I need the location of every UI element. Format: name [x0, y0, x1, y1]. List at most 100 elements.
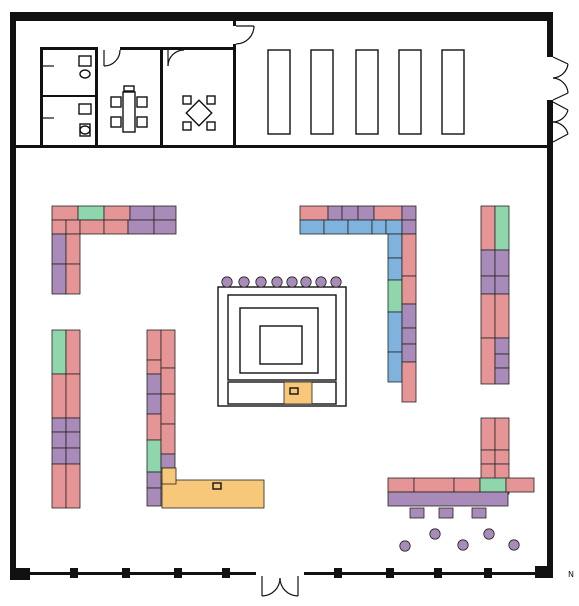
- shelf-segment: [387, 233, 403, 259]
- shelf-segment: [480, 205, 496, 251]
- seat-1: [409, 507, 425, 519]
- east-wall-lower: [547, 100, 553, 578]
- shelf-segment: [480, 293, 496, 339]
- shelf-segment: [494, 353, 510, 369]
- shelf-segment: [371, 219, 387, 235]
- stool-7: [315, 276, 327, 288]
- shelf-segment: [51, 263, 67, 295]
- shelf-segment: [103, 205, 131, 221]
- shelf-segment: [401, 219, 417, 235]
- entrance-door-south[interactable]: [256, 570, 304, 597]
- shelf-segment: [65, 219, 81, 235]
- stools-bottom: [399, 507, 520, 552]
- shelf-segment: [401, 205, 417, 221]
- shelf-segment: [51, 233, 67, 265]
- checkout-counter: [161, 467, 265, 509]
- shelf-segment: [160, 393, 176, 425]
- shelf-segment: [51, 417, 67, 433]
- office-table: [110, 85, 148, 133]
- lounge-stool-3: [457, 539, 469, 551]
- shelf-segment: [373, 205, 403, 221]
- shelf-segment: [494, 249, 510, 277]
- shelf-segment: [494, 449, 510, 465]
- shelf-segment: [51, 431, 67, 449]
- shelf-segment: [387, 491, 509, 507]
- stool-3: [255, 276, 267, 288]
- shelf-segment: [401, 343, 417, 363]
- center-fixture: [217, 286, 347, 407]
- shelf-segment: [505, 477, 535, 493]
- shelf-segment: [401, 275, 417, 305]
- compass-label: N: [568, 570, 574, 579]
- shelf-segment: [65, 447, 81, 465]
- shelf-segment: [146, 393, 162, 415]
- shelf-segment: [160, 453, 176, 469]
- shelf-segment: [65, 373, 81, 419]
- storage-racks: [267, 49, 465, 135]
- north-wall: [10, 12, 553, 21]
- east-wall-upper: [547, 12, 553, 57]
- shelf-segment: [299, 205, 329, 221]
- seat-3: [471, 507, 487, 519]
- shelf-segment: [51, 447, 67, 465]
- shelf-segment: [401, 233, 417, 277]
- stool-1: [221, 276, 233, 288]
- shelf-segment: [479, 477, 507, 493]
- shelf-segment: [401, 327, 417, 345]
- lounge-stool-5: [508, 539, 520, 551]
- shelf-segment: [77, 205, 105, 221]
- lounge-stool-1: [399, 540, 411, 552]
- shelf-segment: [413, 477, 455, 493]
- shelf-segment: [341, 205, 359, 221]
- shelf-segment: [146, 359, 162, 375]
- shelf-segment: [494, 367, 510, 385]
- shelf-segment: [347, 219, 373, 235]
- shelf-segment: [387, 257, 403, 281]
- west-wall: [10, 12, 16, 577]
- shelf-segment: [480, 275, 496, 295]
- shelf-segment: [494, 417, 510, 451]
- shelf-segment: [357, 205, 375, 221]
- shelf-segment: [65, 431, 81, 449]
- stool-8: [330, 276, 342, 288]
- shelf-segment: [146, 439, 162, 473]
- shelf-segment: [127, 219, 155, 235]
- shelf-segment: [51, 329, 67, 375]
- shelf-segment: [65, 417, 81, 433]
- shelf-segment: [494, 205, 510, 251]
- shelf-segment: [385, 219, 403, 235]
- shelving-units: [51, 205, 535, 509]
- shelf-segment: [146, 471, 162, 489]
- shelf-segment: [401, 361, 417, 403]
- lounge-stool-4: [483, 528, 495, 540]
- shelf-segment: [51, 205, 79, 221]
- shelf-segment: [146, 329, 162, 361]
- shelf-segment: [323, 219, 349, 235]
- shelf-segment: [160, 367, 176, 395]
- shelf-segment: [79, 219, 105, 235]
- shelf-segment: [327, 205, 343, 221]
- shelf-segment: [480, 337, 496, 385]
- stools-top: [221, 276, 342, 288]
- shelf-segment: [387, 279, 403, 313]
- shelf-segment: [146, 373, 162, 395]
- door-east[interactable]: [552, 56, 569, 143]
- shelf-segment: [299, 219, 325, 235]
- shelf-segment: [65, 463, 81, 509]
- shelf-segment: [480, 449, 496, 465]
- shelf-segment: [387, 351, 403, 383]
- shelf-segment: [51, 463, 67, 509]
- shelf-segment: [146, 413, 162, 441]
- shelf-segment: [494, 337, 510, 355]
- lounge-stool-2: [429, 528, 441, 540]
- shelf-segment: [65, 233, 81, 265]
- shelf-segment: [103, 219, 129, 235]
- shelf-segment: [160, 329, 176, 369]
- shelf-segment: [494, 293, 510, 339]
- shelf-segment: [51, 373, 67, 419]
- stool-4: [271, 276, 283, 288]
- seat-2: [438, 507, 454, 519]
- back-room-doors[interactable]: [43, 25, 255, 119]
- stool-5: [286, 276, 298, 288]
